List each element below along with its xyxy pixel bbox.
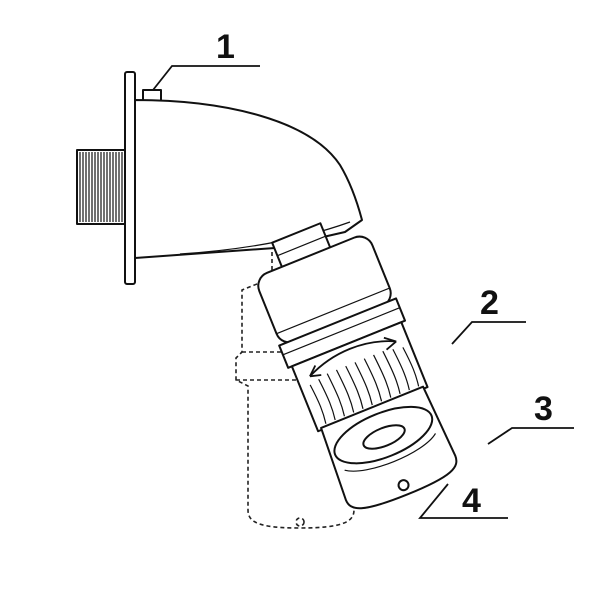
callout-leaders	[152, 65, 574, 519]
leader-1	[152, 65, 260, 91]
adjustment-ring-ribs	[309, 347, 420, 424]
elbow-body	[134, 99, 363, 259]
rotation-arrow-icon	[309, 336, 397, 378]
callout-3-label: 3	[534, 390, 553, 428]
threaded-inlet	[76, 149, 128, 225]
callout-1-label: 1	[216, 28, 235, 66]
leader-2	[451, 321, 526, 345]
callout-2-label: 2	[480, 284, 499, 322]
callout-4-label: 4	[462, 482, 481, 520]
mounting-flange	[124, 71, 136, 285]
leader-3	[487, 427, 574, 445]
swivel-head	[257, 222, 458, 510]
leader-4	[418, 483, 508, 519]
